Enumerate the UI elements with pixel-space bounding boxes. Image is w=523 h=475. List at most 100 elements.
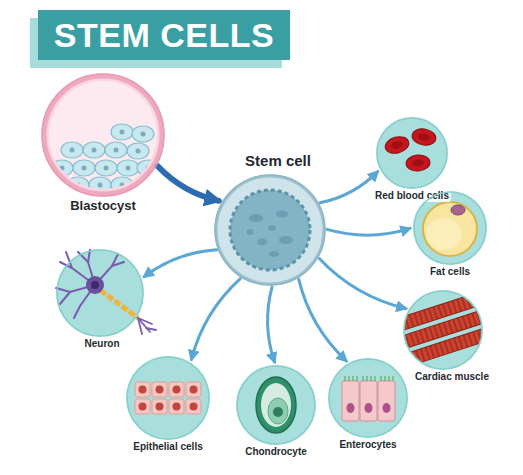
blastocyst-figure — [146, 166, 151, 171]
blastocyst-figure — [120, 130, 125, 135]
cardiac-muscle-figure — [390, 290, 496, 370]
stem-cell-figure — [279, 236, 293, 244]
epithelial-cells-figure — [152, 382, 167, 397]
stem-cell-figure — [276, 211, 288, 218]
cardiac-muscle-figure — [390, 291, 496, 367]
arrow-connector — [144, 250, 217, 277]
blastocyst-figure — [114, 148, 119, 153]
blastocyst-figure — [51, 160, 73, 176]
blastocyst-figure — [126, 166, 131, 171]
chondrocyte-figure — [261, 383, 291, 427]
red-blood-cells-figure — [417, 133, 430, 142]
epithelial-cells-figure — [190, 386, 198, 394]
blastocyst-figure — [82, 166, 87, 171]
blastocyst-figure — [73, 160, 95, 176]
fat-cell-figure — [413, 191, 487, 265]
cell-node: Blastocyst — [41, 73, 165, 197]
neuron-figure — [100, 290, 138, 318]
stem-cell-figure — [257, 239, 267, 246]
cell-node: Neuron — [56, 249, 144, 337]
stem-cell-figure — [268, 225, 276, 231]
cell-outline — [403, 290, 483, 370]
cardiac-muscle-figure — [390, 291, 496, 367]
chondrocyte-figure — [236, 365, 316, 445]
stem-cell-figure — [216, 176, 324, 284]
cell-node: Chondrocyte — [236, 365, 316, 445]
cell-node: Red blood cells — [376, 117, 448, 189]
arrow-connector — [158, 166, 219, 201]
blastocyst-figure — [83, 142, 105, 158]
epithelial-cells-figure — [169, 399, 184, 414]
enterocytes-figure — [388, 376, 389, 381]
cell-outline-circle — [377, 118, 447, 188]
enterocytes-figure — [392, 376, 393, 381]
neuron-figure — [91, 281, 99, 289]
arrow-connector — [268, 287, 275, 362]
enterocytes-figure — [362, 376, 363, 381]
neuron-figure — [56, 249, 156, 337]
epithelial-cells-figure — [186, 382, 201, 397]
cell-outline-circle — [215, 175, 325, 285]
arrow-connector — [319, 259, 406, 309]
cell-outline — [328, 358, 408, 438]
cell-label: Blastocyst — [68, 198, 138, 214]
red-blood-cells-figure — [390, 140, 403, 150]
stem-cell-figure — [216, 176, 324, 284]
enterocytes-figure — [365, 403, 373, 413]
epithelial-cells-figure — [169, 382, 184, 397]
epithelial-cells-figure — [152, 399, 167, 414]
neuron-figure — [138, 318, 156, 334]
blastocyst-figure — [92, 148, 97, 153]
chondrocyte-figure — [256, 377, 296, 433]
cell-outline-circle — [237, 366, 315, 444]
neuron-figure — [138, 318, 142, 334]
enterocytes-figure — [347, 403, 391, 413]
stem-cell-figure — [230, 190, 310, 270]
red-blood-cells-figure — [383, 134, 410, 156]
fat-cell-figure — [413, 191, 487, 265]
cell-label: Epithelial cells — [131, 441, 204, 453]
title-banner — [30, 10, 290, 68]
enterocytes-figure — [352, 376, 353, 381]
chondrocyte-figure — [236, 365, 316, 445]
cell-outline-circle — [404, 291, 482, 369]
neuron-figure — [86, 276, 104, 294]
epithelial-cells-figure — [190, 403, 198, 411]
cell-label: Neuron — [83, 338, 122, 350]
epithelial-cells-figure — [173, 386, 181, 394]
enterocytes-figure — [366, 376, 367, 381]
cell-outline-circle — [57, 250, 143, 336]
chondrocyte-figure — [268, 398, 288, 424]
enterocytes-figure — [378, 381, 395, 421]
cell-outline — [236, 365, 316, 445]
enterocytes-figure — [383, 403, 391, 413]
blastocyst-figure — [104, 166, 109, 171]
blastocyst-figure — [132, 126, 154, 142]
cell-label: Enterocytes — [337, 439, 398, 451]
fat-cell-figure — [423, 202, 477, 256]
cell-outline-circle — [42, 74, 164, 196]
epithelial-cells-figure — [126, 356, 210, 440]
cell-outline-circle — [127, 357, 209, 439]
blastocyst-figure — [89, 177, 111, 193]
epithelial-cells-figure — [135, 382, 150, 397]
epithelial-cells-figure — [126, 356, 210, 440]
cell-label: Stem cell — [243, 152, 313, 170]
arrow-connector — [191, 279, 240, 360]
red-blood-cells-figure — [405, 154, 430, 172]
cell-label: Chondrocyte — [243, 446, 309, 458]
blastocyst-figure — [61, 142, 83, 158]
blastocyst-figure — [127, 143, 149, 159]
enterocytes-figure — [347, 403, 355, 413]
blastocyst-figure — [111, 124, 133, 140]
blastocyst-figure — [51, 124, 159, 193]
red-blood-cells-figure — [376, 117, 448, 189]
enterocytes-figure — [328, 358, 408, 438]
blastocyst-figure — [60, 166, 65, 171]
cell-outline — [56, 249, 144, 337]
cell-outline — [413, 191, 487, 265]
enterocytes-figure — [370, 376, 371, 381]
enterocytes-figure — [342, 381, 395, 421]
